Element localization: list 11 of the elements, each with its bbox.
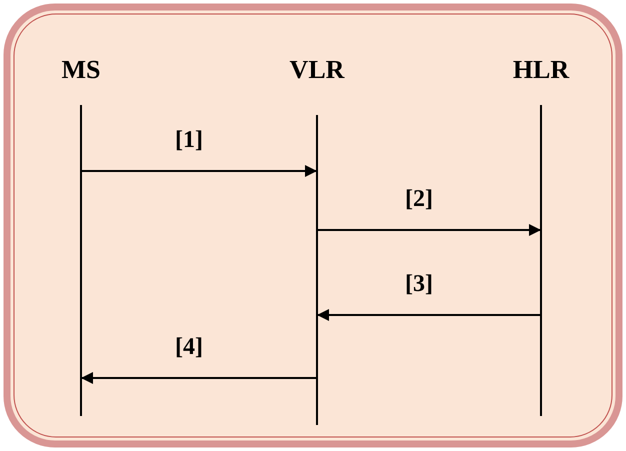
participant-label: MS	[62, 55, 100, 85]
message-arrow	[317, 224, 541, 236]
edge-label: [3]	[405, 270, 433, 298]
message-arrow	[81, 165, 317, 177]
participant-label: HLR	[512, 55, 570, 85]
edge-label: [4]	[175, 333, 203, 361]
message-arrow	[317, 309, 541, 321]
edge-label: [1]	[175, 126, 203, 154]
message-arrow	[81, 372, 317, 384]
edge-label: [2]	[405, 185, 433, 213]
participant-label: VLR	[290, 55, 344, 85]
